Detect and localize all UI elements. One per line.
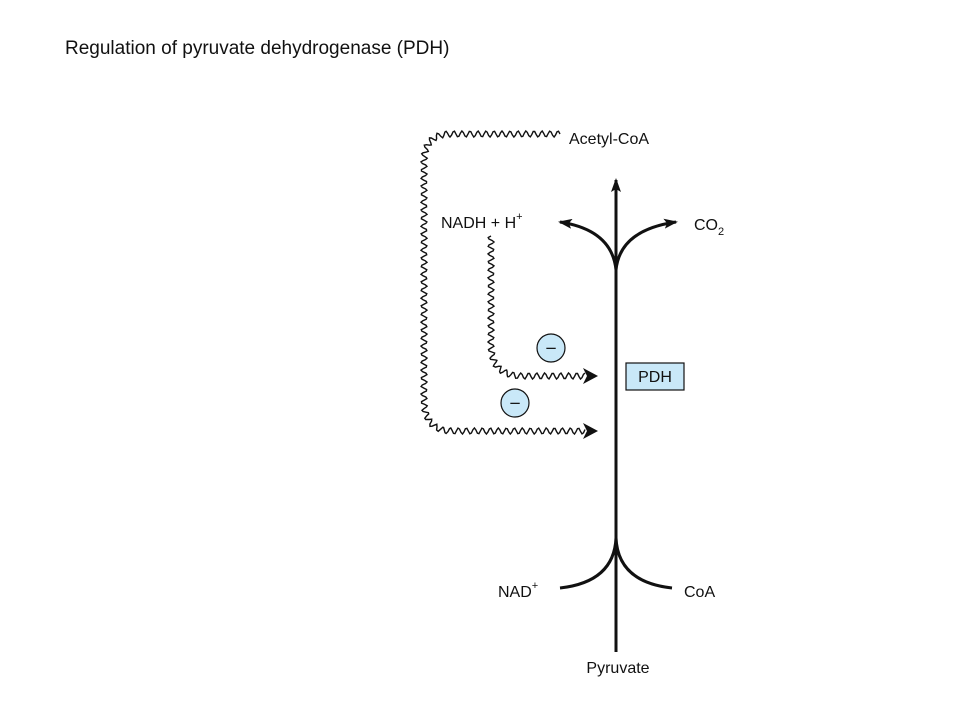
acetyl-coa-label: Acetyl-CoA [569,131,649,148]
minus-sign-upper: − [545,339,558,357]
co2-label: CO2 [694,217,724,238]
nad-entry-curve [559,537,618,590]
minus-sign-lower: − [509,394,522,412]
nadh-feedback-inhibition-line [486,235,586,381]
nadh-label: NADH + H+ [441,211,523,232]
slide-title: Regulation of pyruvate dehydrogenase (PD… [65,38,450,59]
coa-label: CoA [684,584,715,601]
nadh-exit-arrow [558,218,618,271]
nad-label: NAD+ [498,580,538,601]
pdh-enzyme-box: PDH [625,362,685,391]
pyruvate-label: Pyruvate [586,660,649,677]
acetylcoa-feedback-inhibition-line [419,129,586,436]
co2-exit-arrow [614,218,678,271]
coa-entry-curve [614,537,673,590]
pdh-label: PDH [638,369,672,386]
nadh-inhibition-arrowhead [583,368,598,384]
acetylcoa-inhibition-arrowhead [583,423,598,439]
inhibitor-symbol-upper: − [536,333,566,363]
inhibitor-symbol-lower: − [500,388,530,418]
